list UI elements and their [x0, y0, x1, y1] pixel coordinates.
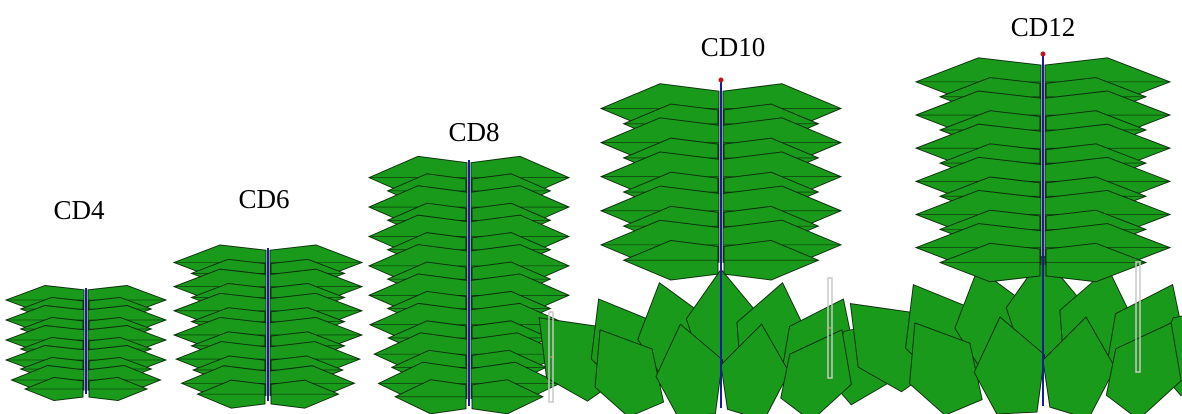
leaf: [780, 329, 852, 414]
plant-label-cd10: CD10: [701, 32, 766, 62]
leaf: [973, 316, 1046, 414]
leaf: [1105, 322, 1182, 414]
plant-cd12: CD12: [849, 12, 1182, 414]
plant-cd10: CD10: [538, 32, 904, 414]
plant-label-cd6: CD6: [238, 184, 289, 214]
apex-marker: [1040, 51, 1046, 57]
leaf: [720, 323, 790, 414]
leaf: [1042, 316, 1116, 414]
leaf: [909, 322, 983, 414]
plant-label-cd8: CD8: [448, 117, 499, 147]
scale-bar-cd8: [548, 311, 554, 403]
plant-cd4: CD4: [4, 195, 168, 402]
plant-cd8: CD8: [367, 117, 571, 414]
leaf: [655, 323, 724, 414]
plant-cd6: CD6: [172, 184, 364, 409]
plant-label-cd4: CD4: [53, 195, 105, 225]
scale-bar-cd12: [1135, 261, 1141, 373]
plant-label-cd12: CD12: [1011, 12, 1076, 42]
leaf: [594, 329, 665, 414]
apex-marker: [718, 77, 724, 83]
scale-bar-cd10: [827, 277, 833, 379]
